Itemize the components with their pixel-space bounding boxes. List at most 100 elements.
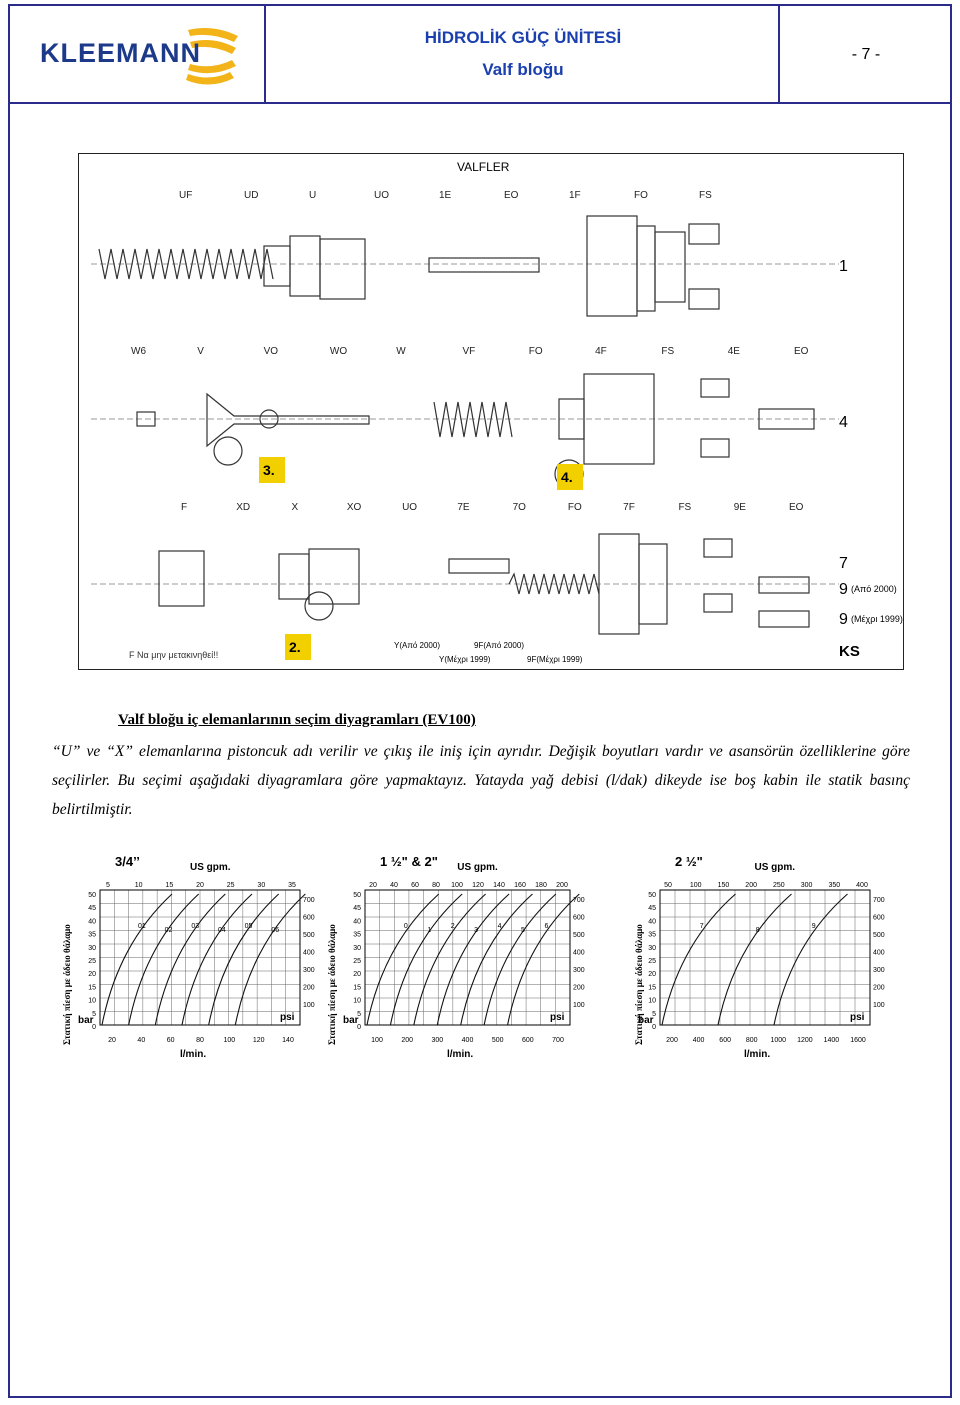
- top-tick-label: 150: [718, 882, 730, 889]
- row3-number-7: 7: [839, 555, 848, 572]
- top-tick-label: 25: [227, 882, 235, 889]
- header-title: HİDROLİK GÜÇ ÜNİTESİ: [424, 28, 622, 47]
- row3-number-ks: KS: [839, 643, 860, 660]
- psi-tick-label: 700: [573, 897, 585, 904]
- curve-label: 5: [521, 927, 525, 934]
- psi-tick-label: 700: [303, 897, 315, 904]
- part-label: WO: [330, 346, 347, 357]
- bar-tick-label: 50: [648, 892, 656, 899]
- part-label: X: [292, 502, 299, 513]
- header-subtitle: Valf bloğu: [482, 60, 564, 79]
- curve-label: 04: [218, 927, 226, 934]
- bar-tick-label: 40: [648, 918, 656, 925]
- top-tick-label: 350: [828, 882, 840, 889]
- psi-tick-label: 400: [573, 950, 585, 957]
- row2-number: 4: [839, 414, 848, 431]
- psi-unit-label: psi: [280, 1012, 295, 1023]
- top-tick-label: 20: [369, 882, 377, 889]
- curve-label: 06: [271, 927, 279, 934]
- header-divider-right: [778, 4, 780, 102]
- bar-tick-label: 20: [353, 971, 361, 978]
- chart-grid: [99, 889, 301, 1026]
- x-tick-label: 1400: [824, 1037, 840, 1044]
- row3-number-9a: 9: [839, 581, 848, 598]
- part-label: VF: [463, 346, 476, 357]
- curve-02: [128, 893, 200, 1026]
- top-tick-label: 15: [165, 882, 173, 889]
- top-unit-label: US gpm.: [190, 862, 231, 873]
- pressure-axis-label: Στατική πίεση με άδειο θάλαμο: [62, 924, 72, 1045]
- x-tick-label: 500: [492, 1037, 504, 1044]
- curve-8: [717, 893, 792, 1026]
- bar-tick-label: 30: [353, 945, 361, 952]
- curve-label: 01: [138, 923, 146, 930]
- bar-tick-label: 45: [353, 905, 361, 912]
- top-tick-label: 300: [801, 882, 813, 889]
- top-tick-label: 120: [472, 882, 484, 889]
- curve-1: [389, 893, 463, 1026]
- plot-frame: [99, 889, 301, 1026]
- part-label: UO: [402, 502, 417, 513]
- part-label: VO: [264, 346, 279, 357]
- psi-tick-label: 100: [573, 1002, 585, 1009]
- top-tick-label: 80: [432, 882, 440, 889]
- bar-tick-label: 40: [353, 918, 361, 925]
- page-frame: [8, 4, 952, 1398]
- curve-label: 6: [544, 923, 548, 930]
- psi-tick-label: 700: [873, 897, 885, 904]
- curve-label: 05: [245, 923, 253, 930]
- callout-4: 4.: [561, 469, 573, 485]
- bar-tick-label: 20: [88, 971, 96, 978]
- part-label: 7O: [513, 502, 527, 513]
- bar-tick-label: 50: [88, 892, 96, 899]
- brand-name: KLEEMANN: [40, 38, 201, 68]
- psi-tick-label: 100: [873, 1002, 885, 1009]
- top-tick-label: 60: [411, 882, 419, 889]
- top-tick-label: 50: [664, 882, 672, 889]
- curve-label: 3: [474, 927, 478, 934]
- bar-tick-label: 25: [353, 958, 361, 965]
- top-tick-label: 35: [288, 882, 296, 889]
- curve-0: [366, 893, 440, 1026]
- bar-tick-label: 0: [357, 1024, 361, 1031]
- x-tick-label: 1000: [770, 1037, 786, 1044]
- sub-label-y-1999: Y(Μέχρι 1999): [439, 655, 491, 664]
- curve-03: [154, 893, 226, 1026]
- top-unit-label: US gpm.: [457, 862, 498, 873]
- bar-tick-label: 10: [88, 998, 96, 1005]
- psi-tick-label: 400: [303, 950, 315, 957]
- x-tick-label: 60: [167, 1037, 175, 1044]
- x-unit-label: l/min.: [180, 1049, 206, 1060]
- part-label: 1E: [439, 190, 452, 201]
- x-tick-label: 200: [666, 1037, 678, 1044]
- bar-tick-label: 20: [648, 971, 656, 978]
- pressure-axis-label: Στατική πίεση με άδειο θάλαμο: [634, 924, 644, 1045]
- curve-6: [507, 893, 580, 1026]
- curve-4: [460, 893, 533, 1026]
- top-tick-label: 30: [257, 882, 265, 889]
- plot-frame: [659, 889, 871, 1026]
- top-tick-label: 160: [514, 882, 526, 889]
- top-tick-label: 140: [493, 882, 505, 889]
- part-label: FO: [634, 190, 648, 201]
- bar-tick-label: 50: [353, 892, 361, 899]
- top-tick-label: 200: [556, 882, 568, 889]
- curve-01: [101, 893, 173, 1026]
- psi-tick-label: 200: [573, 985, 585, 992]
- psi-tick-label: 300: [303, 967, 315, 974]
- top-tick-label: 180: [535, 882, 547, 889]
- part-label: 1F: [569, 190, 581, 201]
- bar-tick-label: 35: [353, 932, 361, 939]
- psi-tick-label: 200: [873, 985, 885, 992]
- bar-tick-label: 25: [88, 958, 96, 965]
- callout-3: 3.: [263, 462, 275, 478]
- part-label: FS: [699, 190, 712, 201]
- x-tick-label: 1600: [850, 1037, 866, 1044]
- psi-tick-label: 500: [573, 932, 585, 939]
